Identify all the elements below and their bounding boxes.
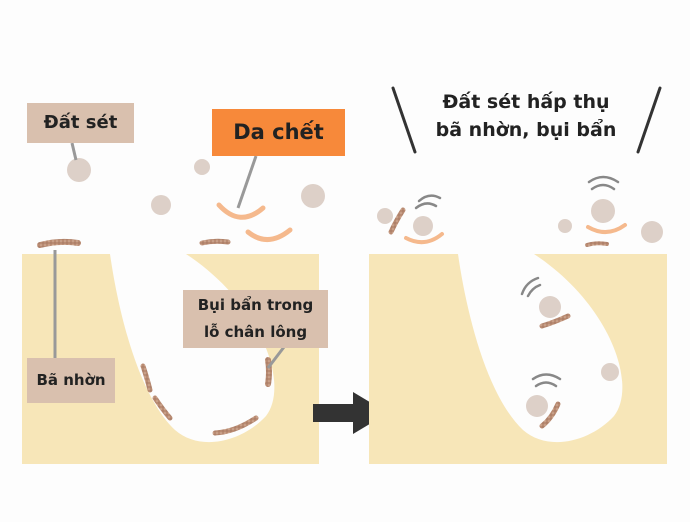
dead-skin-leader-line	[236, 155, 258, 209]
clay-leader-line	[70, 142, 78, 161]
label-leader-lines	[53, 142, 286, 369]
sebum-pore-deposit-4	[265, 357, 272, 387]
clay-particle	[151, 195, 171, 215]
clay-particles-before	[67, 158, 325, 215]
dead-skin-flakes	[216, 202, 293, 242]
sebum-pore-deposit-3	[212, 415, 259, 436]
clay-particle	[301, 184, 325, 208]
pore-dirt-label-line2: lỗ chân lông	[203, 323, 308, 341]
skin-block-after	[369, 254, 667, 464]
dead-skin-flake	[245, 227, 293, 242]
sebum-absorbed	[539, 401, 561, 429]
dead-skin-absorbed	[586, 223, 627, 234]
title-left-bracket	[391, 86, 417, 154]
title-right-bracket	[636, 86, 662, 154]
pore-dirt-label-line1: Bụi bẩn trong	[197, 296, 314, 314]
clay-particle	[194, 159, 210, 175]
pore-dirt-label: Bụi bẩn trong lỗ chân lông	[183, 290, 328, 348]
sebum-pore-deposit-2	[152, 395, 173, 421]
sebum-pore-deposit	[140, 363, 153, 393]
sebum-surface-deposit-2	[199, 238, 231, 246]
clay-particle	[591, 199, 615, 223]
sebum-absorbed	[585, 241, 609, 247]
result-title: Đất sét hấp thụ bã nhờn, bụi bẩn	[418, 88, 634, 150]
result-title-line1: Đất sét hấp thụ	[442, 91, 610, 113]
skin-after-panel	[369, 254, 667, 464]
sebum-label-text: Bã nhờn	[36, 371, 106, 389]
clay-particle	[67, 158, 91, 182]
dead-skin-label-text: Da chết	[233, 120, 324, 144]
sebum-absorbed	[539, 313, 571, 329]
absorption-wave-icon	[414, 175, 620, 388]
clay-particle	[413, 216, 433, 236]
dead-skin-label: Da chết	[212, 109, 345, 156]
clay-particle	[526, 395, 548, 417]
sebum-label: Bã nhờn	[27, 358, 115, 403]
dead-skin-absorbed	[404, 232, 444, 245]
result-title-line2: bã nhờn, bụi bẩn	[435, 119, 617, 141]
dead-skin-flake	[216, 202, 266, 220]
clay-particle	[558, 219, 572, 233]
title-brackets	[391, 86, 662, 154]
pore-dirt-leader-line	[266, 346, 286, 369]
sebum-absorbed	[388, 207, 406, 235]
clay-particle	[641, 221, 663, 243]
absorbed-particles	[377, 199, 663, 429]
clay-label-text: Đất sét	[43, 112, 118, 133]
clay-particle	[601, 363, 619, 381]
sebum-surface-deposit	[37, 238, 81, 248]
clay-label: Đất sét	[27, 103, 134, 143]
clay-particle	[377, 208, 393, 224]
clay-particle	[539, 296, 561, 318]
sebum-deposits-before	[37, 238, 272, 436]
